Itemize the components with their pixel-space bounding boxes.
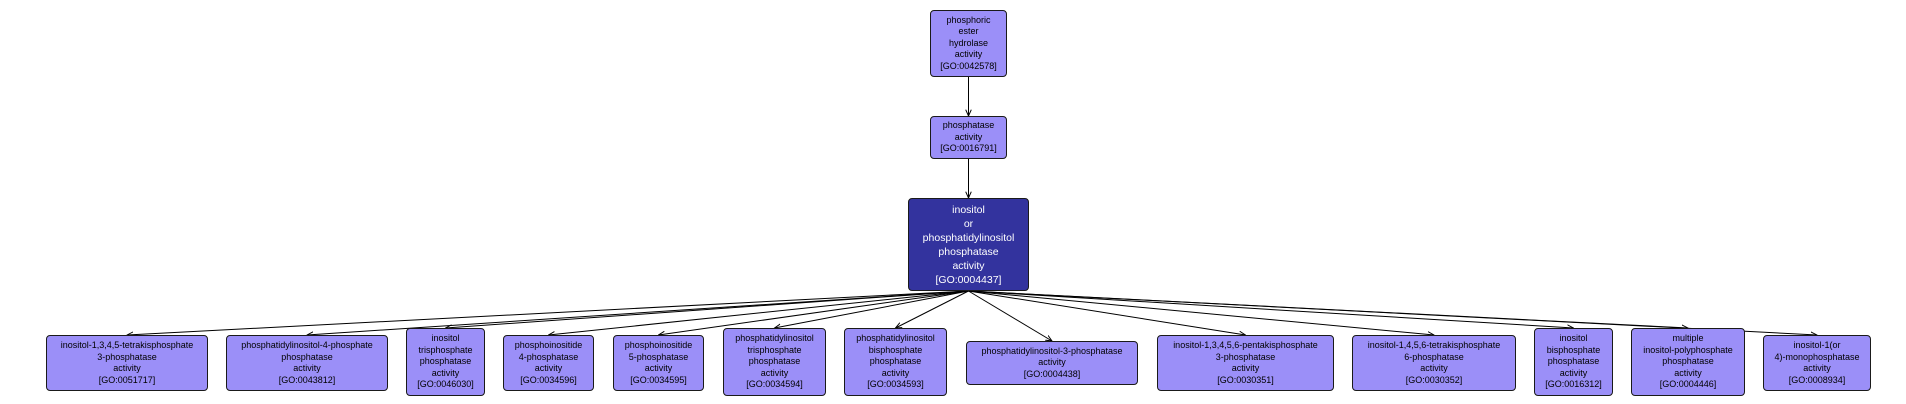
term-label: inositol-1(or 4)-monophosphatase activit… [1774, 340, 1860, 385]
term-label: phosphoinositide 4-phosphatase activity … [514, 340, 583, 385]
edge-n2-c8 [968, 290, 1053, 341]
term-node-multiple-inositol-polyphosphate-phosphatase[interactable]: multiple inositol-polyphosphate phosphat… [1631, 328, 1745, 396]
term-node-inositol-pentakisphosphate-3-phosphatase[interactable]: inositol-1,3,4,5,6-pentakisphosphate 3-p… [1157, 335, 1334, 391]
edge-n2-c3 [446, 290, 969, 328]
term-node-inositol-tetrakisphosphate-6-phosphatase[interactable]: inositol-1,4,5,6-tetrakisphosphate 6-pho… [1352, 335, 1516, 391]
edge-n2-c6 [775, 290, 969, 328]
term-label: phosphatidylinositol bisphosphate phosph… [856, 333, 935, 390]
term-node-pi4p-phosphatase[interactable]: phosphatidylinositol-4-phosphate phospha… [226, 335, 388, 391]
term-label: inositol bisphosphate phosphatase activi… [1545, 333, 1602, 390]
term-label: inositol-1,3,4,5-tetrakisphosphate 3-pho… [60, 340, 194, 385]
term-node-phosphatase[interactable]: phosphatase activity [GO:0016791] [930, 116, 1007, 159]
term-node-inositol-phosphatase-focus[interactable]: inositol or phosphatidylinositol phospha… [908, 198, 1029, 291]
term-label: inositol-1,4,5,6-tetrakisphosphate 6-pho… [1367, 340, 1501, 385]
term-label: phosphatidylinositol-3-phosphatase activ… [981, 345, 1123, 379]
term-node-inositol-tetrakisphosphate-3-phosphatase[interactable]: inositol-1,3,4,5-tetrakisphosphate 3-pho… [46, 335, 208, 391]
term-node-inositol-bisphosphate-phosphatase[interactable]: inositol bisphosphate phosphatase activi… [1534, 328, 1613, 396]
term-label: phosphoric ester hydrolase activity [GO:… [940, 14, 997, 71]
term-node-phosphoinositide-5-phosphatase[interactable]: phosphoinositide 5-phosphatase activity … [613, 335, 704, 391]
term-label: phosphoinositide 5-phosphatase activity … [624, 340, 693, 385]
edge-n2-c1 [127, 290, 969, 335]
edge-n2-c5 [659, 290, 969, 335]
edge-n2-c9 [968, 290, 1246, 335]
term-label: phosphatidylinositol trisphosphate phosp… [735, 333, 814, 390]
term-label: inositol-1,3,4,5,6-pentakisphosphate 3-p… [1173, 340, 1318, 385]
edge-n2-c11 [968, 290, 1574, 328]
edge-n2-c7 [896, 290, 969, 328]
term-node-pi3-phosphatase[interactable]: phosphatidylinositol-3-phosphatase activ… [966, 341, 1138, 385]
term-node-phosphoric-ester-hydrolase[interactable]: phosphoric ester hydrolase activity [GO:… [930, 10, 1007, 77]
term-node-phosphoinositide-4-phosphatase[interactable]: phosphoinositide 4-phosphatase activity … [503, 335, 594, 391]
edge-n2-c4 [549, 290, 969, 335]
edge-n2-c13 [968, 290, 1818, 335]
term-label: multiple inositol-polyphosphate phosphat… [1643, 333, 1733, 390]
term-node-inositol-monophosphatase[interactable]: inositol-1(or 4)-monophosphatase activit… [1763, 335, 1871, 391]
term-node-pip3-phosphatase[interactable]: phosphatidylinositol trisphosphate phosp… [723, 328, 826, 396]
term-label: inositol trisphosphate phosphatase activ… [417, 333, 474, 390]
term-node-inositol-trisphosphate-phosphatase[interactable]: inositol trisphosphate phosphatase activ… [406, 328, 485, 396]
term-label: phosphatidylinositol-4-phosphate phospha… [241, 340, 373, 385]
term-node-pip2-phosphatase[interactable]: phosphatidylinositol bisphosphate phosph… [844, 328, 947, 396]
term-label: inositol or phosphatidylinositol phospha… [922, 203, 1015, 286]
edge-n2-c10 [968, 290, 1435, 335]
term-label: phosphatase activity [GO:0016791] [940, 120, 997, 154]
